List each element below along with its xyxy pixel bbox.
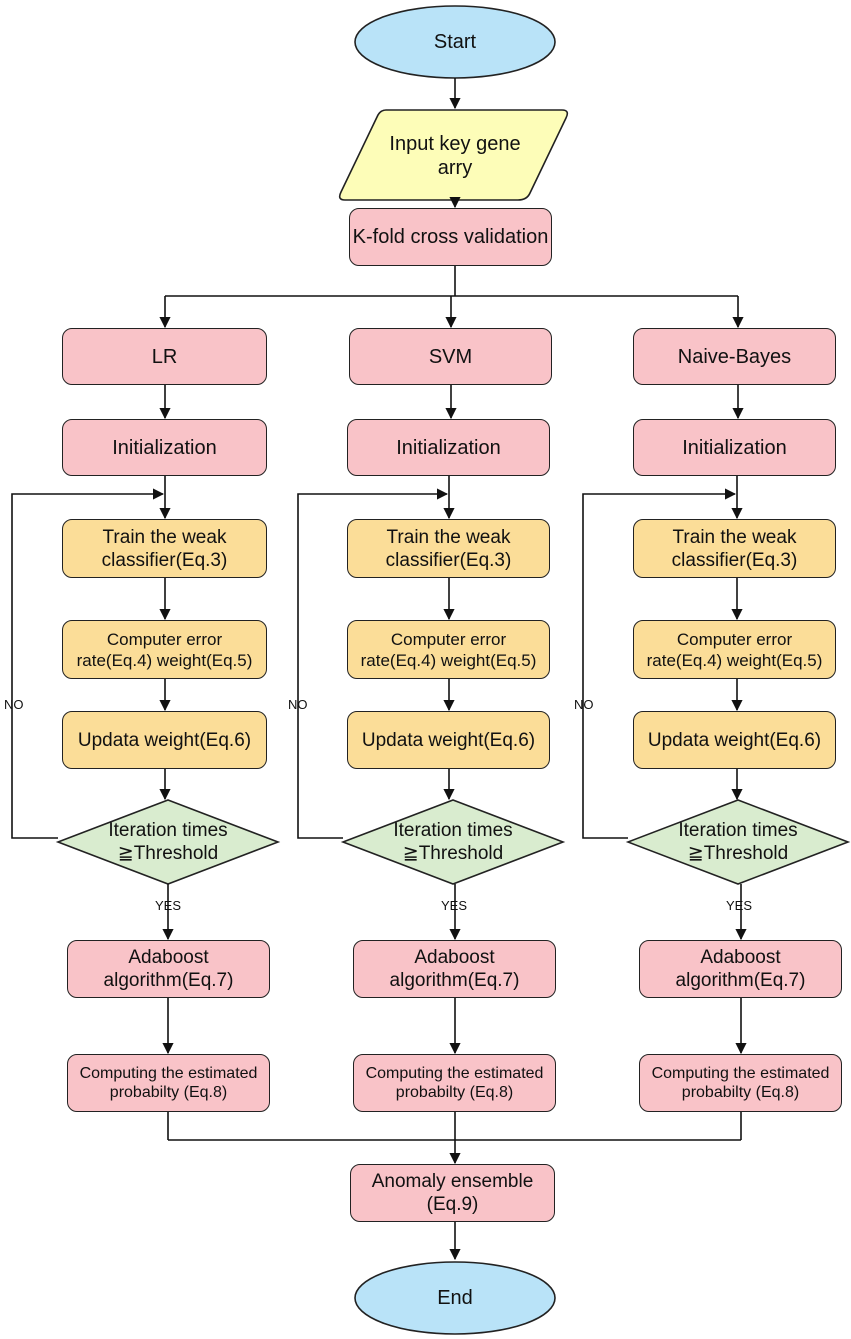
update-box-svm: Updata weight(Eq.6)	[347, 711, 550, 769]
update-box-naive-bayes: Updata weight(Eq.6)	[633, 711, 836, 769]
yes-label-lr: YES	[155, 898, 182, 913]
init-box-svm: Initialization	[347, 419, 550, 476]
input-label: Input key gene arry	[389, 133, 521, 179]
init-box-lr: Initialization	[62, 419, 267, 476]
adaboost-box-naive-bayes: Adaboost algorithm(Eq.7)	[639, 940, 842, 998]
train-box-lr: Train the weak classifier(Eq.3)	[62, 519, 267, 578]
error-box-lr: Computer error rate(Eq.4) weight(Eq.5)	[62, 620, 267, 679]
no-label-lr: NO	[4, 697, 24, 712]
no-label-naive-bayes: NO	[574, 697, 594, 712]
model-box-lr: LR	[62, 328, 267, 385]
yes-label-svm: YES	[441, 898, 468, 913]
decision-label-naive-bayes: Iteration times ≧Threshold	[678, 820, 798, 864]
decision-label-svm: Iteration times ≧Threshold	[393, 820, 513, 864]
probability-box-naive-bayes: Computing the estimated probabilty (Eq.8…	[639, 1054, 842, 1112]
init-box-naive-bayes: Initialization	[633, 419, 836, 476]
probability-box-svm: Computing the estimated probabilty (Eq.8…	[353, 1054, 556, 1112]
train-box-naive-bayes: Train the weak classifier(Eq.3)	[633, 519, 836, 578]
probability-box-lr: Computing the estimated probabilty (Eq.8…	[67, 1054, 270, 1112]
yes-label-naive-bayes: YES	[726, 898, 753, 913]
decision-diamond-svm	[340, 799, 566, 885]
error-box-svm: Computer error rate(Eq.4) weight(Eq.5)	[347, 620, 550, 679]
start-label: Start	[433, 31, 477, 53]
kfold-cross-validation-box: K-fold cross validation	[349, 208, 552, 266]
model-box-svm: SVM	[349, 328, 552, 385]
train-box-svm: Train the weak classifier(Eq.3)	[347, 519, 550, 578]
update-box-lr: Updata weight(Eq.6)	[62, 711, 267, 769]
model-box-naive-bayes: Naive-Bayes	[633, 328, 836, 385]
end-terminal	[354, 1261, 556, 1335]
no-label-svm: NO	[288, 697, 308, 712]
decision-label-lr: Iteration times ≧Threshold	[108, 820, 228, 864]
anomaly-ensemble-box: Anomaly ensemble (Eq.9)	[350, 1164, 555, 1222]
adaboost-box-svm: Adaboost algorithm(Eq.7)	[353, 940, 556, 998]
error-box-naive-bayes: Computer error rate(Eq.4) weight(Eq.5)	[633, 620, 836, 679]
decision-diamond-nb	[625, 799, 851, 885]
input-parallelogram	[338, 109, 569, 201]
end-label: End	[437, 1287, 473, 1309]
adaboost-box-lr: Adaboost algorithm(Eq.7)	[67, 940, 270, 998]
